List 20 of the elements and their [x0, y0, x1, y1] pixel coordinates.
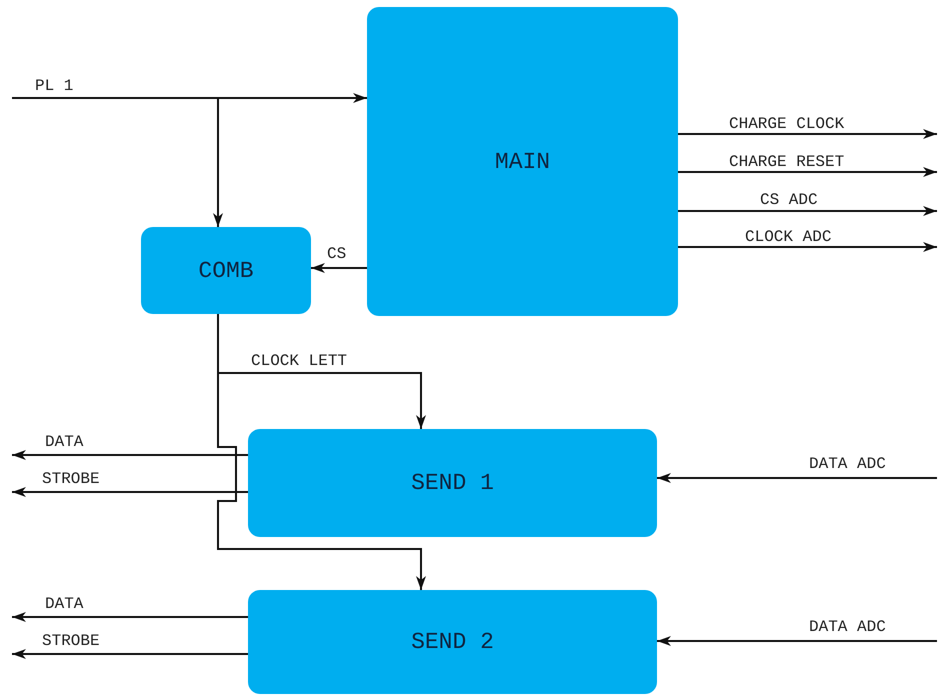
arrow [12, 649, 248, 659]
process-block [367, 7, 678, 316]
arrow [678, 167, 937, 177]
block-label: MAIN [494, 148, 550, 174]
block-label: SEND 2 [411, 629, 494, 655]
arrow [657, 636, 937, 646]
arrow [12, 487, 248, 497]
arrow [311, 263, 367, 273]
process-block [141, 227, 311, 314]
arrow [657, 473, 937, 483]
arrow [12, 97, 223, 227]
process-block [248, 429, 657, 537]
block-label: COMB [198, 258, 254, 284]
arrow [678, 206, 937, 216]
arrow [678, 129, 937, 139]
process-block [248, 590, 657, 694]
arrow [12, 450, 248, 460]
block-label: SEND 1 [411, 470, 494, 496]
arrow [12, 612, 248, 622]
arrow [678, 242, 937, 252]
